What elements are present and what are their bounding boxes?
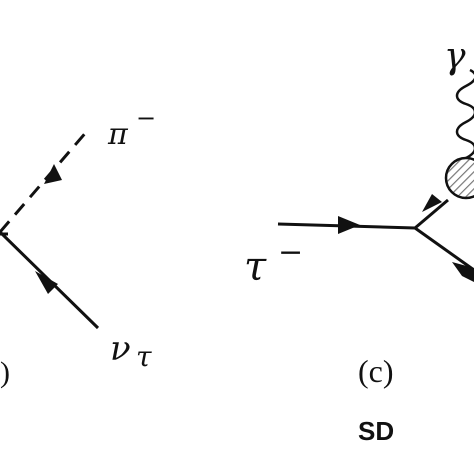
neutrino-label: ν (110, 329, 131, 369)
photon-wavy-line (455, 68, 474, 160)
caption-sd: SD (358, 416, 394, 446)
pion-label: π (107, 117, 129, 152)
structure-dependent-blob (444, 156, 474, 200)
panel-tag-c: (c) (358, 353, 394, 389)
right-feynman-diagram: γ τ − (c) SD (244, 36, 474, 446)
outgoing-neutrino-line (414, 226, 474, 272)
pion-charge: − (136, 104, 156, 132)
tau-arrow (338, 216, 360, 234)
vertex-to-blob-line (414, 198, 449, 230)
tau-label: τ (244, 244, 267, 290)
left-feynman-diagram: π − ν τ ) (0, 104, 156, 389)
neutrino-arrow (35, 271, 58, 294)
blob-arrow (422, 194, 442, 212)
photon-label: γ (444, 36, 466, 77)
pion-arrow (44, 164, 62, 184)
panel-tag-fragment: ) (0, 356, 10, 389)
outgoing-arrow (452, 262, 474, 282)
neutrino-subscript: τ (136, 340, 152, 373)
pion-dashed-line (0, 129, 90, 233)
tau-charge: − (278, 235, 303, 270)
